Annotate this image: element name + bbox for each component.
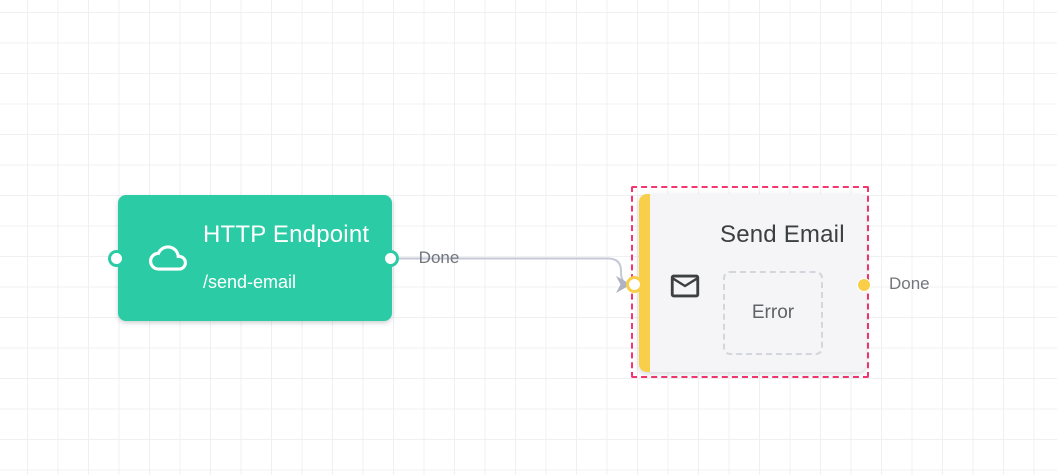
node-title: HTTP Endpoint: [203, 221, 370, 248]
edge-label-done: Done: [418, 248, 460, 267]
node-title: Send Email: [720, 221, 845, 248]
node-send-email[interactable]: Send Email Error: [639, 194, 866, 372]
error-port-label: Error: [751, 302, 795, 323]
mail-icon: [667, 268, 703, 304]
node-http-endpoint[interactable]: HTTP Endpoint /send-email: [118, 195, 392, 321]
port-send-email-output[interactable]: [857, 278, 871, 292]
node-accent-bar: [639, 194, 650, 372]
selection-outline: Send Email Error: [631, 186, 869, 378]
port-send-email-input[interactable]: [626, 276, 643, 293]
cloud-icon: [148, 238, 188, 278]
port-http-endpoint-output[interactable]: [382, 250, 399, 267]
port-http-endpoint-input[interactable]: [108, 250, 125, 267]
node-subtitle: /send-email: [203, 272, 297, 292]
output-port-label-done: Done: [889, 274, 930, 293]
error-port-dropzone[interactable]: Error: [723, 271, 823, 355]
